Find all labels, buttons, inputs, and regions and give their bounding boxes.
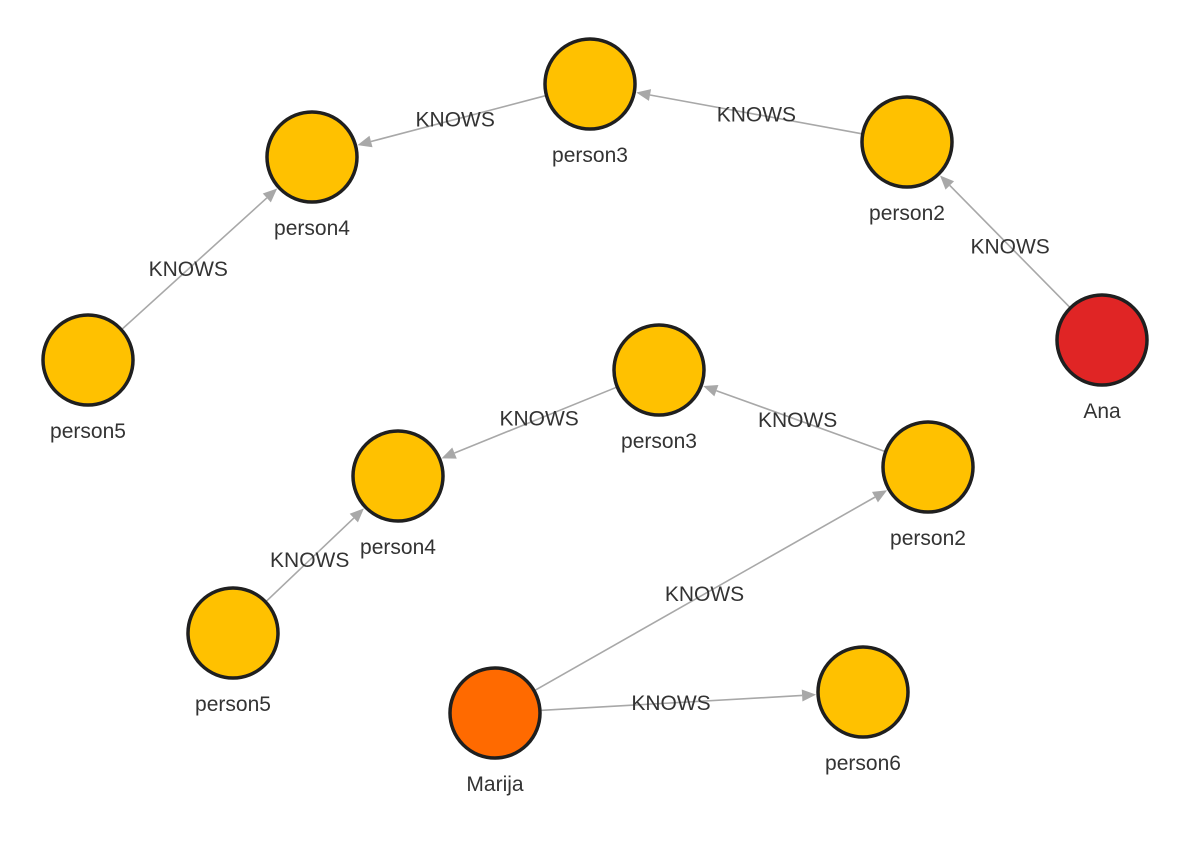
node-g1-person3[interactable]: person3 bbox=[543, 37, 637, 167]
edge-line[interactable] bbox=[454, 386, 618, 454]
node-g1-person5[interactable]: person5 bbox=[41, 313, 135, 443]
edge-label: KNOWS bbox=[416, 108, 495, 131]
node-g1-person4[interactable]: person4 bbox=[265, 110, 359, 240]
edge-arrowhead bbox=[801, 689, 817, 702]
edge-knows[interactable]: KNOWS bbox=[265, 508, 364, 603]
node-circle[interactable] bbox=[881, 420, 975, 514]
edge-arrowhead bbox=[939, 175, 955, 190]
node-circle[interactable] bbox=[41, 313, 135, 407]
edge-knows[interactable]: KNOWS bbox=[357, 94, 547, 148]
edges-layer: KNOWS KNOWS KNOWS KNOWS KNOWS KNOWS KNOWS KNOWS… bbox=[120, 89, 1071, 715]
edge-line[interactable] bbox=[265, 517, 355, 603]
node-circle[interactable] bbox=[186, 586, 280, 680]
node-g2-person3[interactable]: person3 bbox=[612, 323, 706, 453]
node-label: person2 bbox=[890, 527, 966, 550]
edge-line[interactable] bbox=[370, 94, 547, 143]
node-label: Marija bbox=[466, 773, 523, 796]
edge-line[interactable] bbox=[539, 694, 803, 712]
node-g2-marija[interactable]: Marija bbox=[448, 666, 542, 796]
node-circle[interactable] bbox=[816, 645, 910, 739]
edge-arrowhead bbox=[441, 447, 457, 459]
edge-arrowhead bbox=[357, 135, 373, 148]
node-circle[interactable] bbox=[612, 323, 706, 417]
node-circle[interactable] bbox=[351, 429, 445, 523]
node-g1-person2[interactable]: person2 bbox=[860, 95, 954, 225]
nodes-layer: person3 person4 person2 person5 Ana person3 pe… bbox=[41, 37, 1149, 796]
node-circle[interactable] bbox=[860, 95, 954, 189]
node-label: person6 bbox=[825, 752, 901, 775]
edge-arrowhead bbox=[871, 490, 888, 503]
edge-line[interactable] bbox=[949, 184, 1071, 309]
node-label: person4 bbox=[274, 217, 350, 240]
edge-knows[interactable]: KNOWS bbox=[120, 188, 278, 331]
edge-knows[interactable]: KNOWS bbox=[533, 490, 888, 692]
node-g2-person2[interactable]: person2 bbox=[881, 420, 975, 550]
edge-line[interactable] bbox=[649, 94, 863, 135]
node-g2-person4[interactable]: person4 bbox=[351, 429, 445, 559]
node-g2-person6[interactable]: person6 bbox=[816, 645, 910, 775]
edge-label: KNOWS bbox=[717, 103, 796, 126]
edge-arrowhead bbox=[636, 89, 652, 101]
node-label: Ana bbox=[1083, 400, 1121, 423]
edge-label: KNOWS bbox=[499, 408, 578, 431]
edge-knows[interactable]: KNOWS bbox=[939, 175, 1071, 309]
edge-label: KNOWS bbox=[665, 583, 744, 606]
edge-knows[interactable]: KNOWS bbox=[703, 385, 886, 453]
edge-knows[interactable]: KNOWS bbox=[441, 386, 618, 459]
node-label: person5 bbox=[50, 420, 126, 443]
node-label: person3 bbox=[621, 430, 697, 453]
edge-knows[interactable]: KNOWS bbox=[636, 89, 863, 135]
node-g1-ana[interactable]: Ana bbox=[1055, 293, 1149, 423]
edge-label: KNOWS bbox=[970, 236, 1049, 259]
node-g2-person5[interactable]: person5 bbox=[186, 586, 280, 716]
node-label: person5 bbox=[195, 693, 271, 716]
node-circle[interactable] bbox=[448, 666, 542, 760]
node-circle[interactable] bbox=[265, 110, 359, 204]
edge-arrowhead bbox=[262, 188, 278, 203]
node-label: person4 bbox=[360, 536, 436, 559]
node-label: person3 bbox=[552, 144, 628, 167]
node-circle[interactable] bbox=[543, 37, 637, 131]
edge-line[interactable] bbox=[120, 197, 268, 331]
edge-label: KNOWS bbox=[758, 409, 837, 432]
node-label: person2 bbox=[869, 202, 945, 225]
edge-line[interactable] bbox=[716, 389, 886, 453]
edge-label: KNOWS bbox=[270, 549, 349, 572]
edge-line[interactable] bbox=[533, 496, 876, 692]
edge-knows[interactable]: KNOWS bbox=[539, 689, 817, 715]
edge-label: KNOWS bbox=[631, 692, 710, 715]
edge-arrowhead bbox=[703, 385, 719, 397]
node-circle[interactable] bbox=[1055, 293, 1149, 387]
edge-arrowhead bbox=[349, 508, 364, 523]
edge-label: KNOWS bbox=[149, 258, 228, 281]
